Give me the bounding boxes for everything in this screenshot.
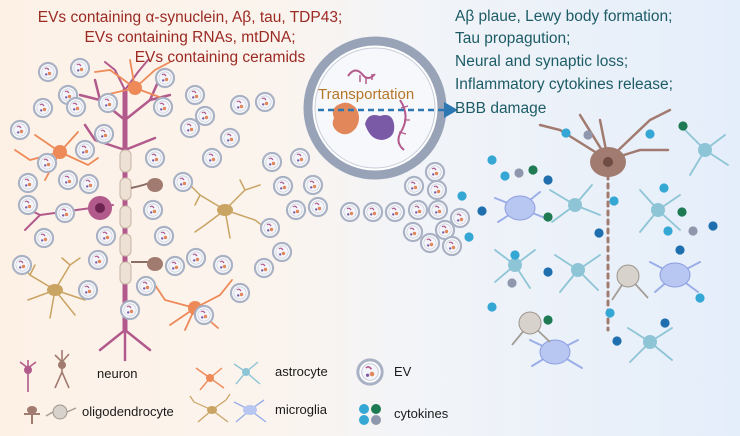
transportation-label: Transportation (318, 86, 415, 103)
right-text-line-2: Tau propagution; (455, 30, 571, 47)
neuron-right (538, 108, 672, 332)
left-text-line-1: EVs containing α-synuclein, Aβ, tau, TDP… (37, 9, 343, 26)
myelin-sheath (119, 149, 132, 285)
astrocyte-somas-right (508, 143, 712, 349)
microglia-somas-right (504, 195, 691, 365)
astrocytes-right (494, 129, 729, 363)
right-text-line-3: Neural and synaptic loss; (455, 53, 629, 70)
oligodendrocyte-cells-left (130, 178, 163, 271)
oligodendrocytes-right (511, 264, 649, 346)
neuron-right-nucleus (603, 157, 613, 167)
right-text-line-5: BBB damage (455, 100, 547, 117)
legend-cytokines: cytokines (394, 406, 449, 421)
transportation-lens (303, 36, 447, 180)
legend-ev: EV (394, 364, 412, 379)
legend-neuron: neuron (97, 366, 138, 381)
right-text-line-1: Aβ plaue, Lewy body formation; (455, 8, 673, 25)
microglia-left (21, 179, 269, 319)
legend-microglia: microglia (275, 402, 328, 417)
cytokines-field (457, 121, 718, 346)
legend-astrocyte: astrocyte (275, 364, 328, 379)
legend-oligodendrocyte: oligodendrocyte (82, 404, 174, 419)
left-text-line-2: EVs containing RNAs, mtDNA; (84, 29, 296, 46)
transport-arrow (318, 102, 458, 118)
microglia-somas-left (47, 204, 233, 296)
left-text-line-3: EVs containing ceramids (134, 49, 306, 66)
astrocyte-somas-left (53, 81, 202, 315)
legend-icons (19, 350, 384, 425)
right-text-line-4: Inflammatory cytokines release; (455, 76, 673, 93)
